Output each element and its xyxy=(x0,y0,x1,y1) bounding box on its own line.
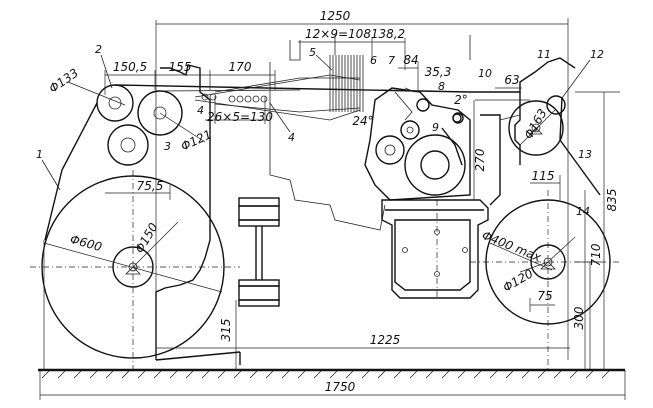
dim-270: 270 xyxy=(473,148,487,171)
dim-phi-121: Φ121 xyxy=(179,127,214,153)
dim-115: 115 xyxy=(532,169,555,183)
dim-710: 710 xyxy=(589,243,603,266)
warp-beam xyxy=(30,170,240,370)
callout-12: 12 xyxy=(590,48,604,61)
callout-14: 14 xyxy=(576,205,590,218)
dim-phi-400: Φ400 max xyxy=(480,228,544,265)
callout-3: 3 xyxy=(164,140,171,153)
callout-11: 11 xyxy=(537,48,551,61)
dim-170: 170 xyxy=(229,60,252,74)
dimension-lines xyxy=(39,18,626,400)
left-frame xyxy=(155,20,241,365)
dim-300: 300 xyxy=(572,306,586,329)
dim-phi-150: Φ150 xyxy=(132,220,160,255)
floor xyxy=(38,368,625,379)
cloth-rollers xyxy=(508,95,566,156)
dim-heddle-pitch: 26×5=130 xyxy=(207,110,273,124)
weight-dummy xyxy=(238,197,280,307)
dim-835: 835 xyxy=(605,189,619,212)
motor-housing xyxy=(381,199,489,300)
dim-1750: 1750 xyxy=(325,380,356,394)
callout-9: 9 xyxy=(432,121,439,134)
cloth-roll xyxy=(470,139,620,370)
callout-4-right: 4 xyxy=(288,131,295,144)
dim-1225: 1225 xyxy=(370,333,401,347)
callout-13: 13 xyxy=(578,148,592,161)
dim-63: 63 xyxy=(504,73,519,87)
callout-8: 8 xyxy=(438,80,445,93)
dim-138-2: 138,2 xyxy=(371,27,405,41)
dim-150-5: 150,5 xyxy=(113,60,147,74)
dim-315: 315 xyxy=(219,319,233,342)
callout-labels: 1 2 3 4 4 5 6 7 8 9 10 11 12 13 14 xyxy=(36,43,604,218)
dim-75-5: 75,5 xyxy=(137,179,164,193)
callout-2: 2 xyxy=(95,43,102,56)
right-frame xyxy=(452,57,576,206)
dim-1250: 1250 xyxy=(320,9,351,23)
callout-10: 10 xyxy=(478,67,492,80)
dim-angle-24: 24° xyxy=(352,114,373,128)
callout-1: 1 xyxy=(36,148,43,161)
callout-6: 6 xyxy=(370,54,377,67)
dim-84: 84 xyxy=(403,53,418,67)
callout-7: 7 xyxy=(388,54,395,67)
mid-frame xyxy=(269,35,471,231)
sley-mechanism xyxy=(364,87,471,201)
dim-155: 155 xyxy=(169,60,192,74)
dim-phi-163: Φ163 xyxy=(521,106,549,141)
dim-phi-120: Φ120 xyxy=(500,266,535,294)
dim-reed-pitch: 12×9=108 xyxy=(305,27,371,41)
callout-5: 5 xyxy=(309,46,316,59)
reed xyxy=(329,55,364,112)
dim-75: 75 xyxy=(537,289,552,303)
callout-4-left: 4 xyxy=(197,104,204,117)
dim-angle-2: 2° xyxy=(454,93,468,107)
dim-35-3: 35,3 xyxy=(425,65,452,79)
dim-phi-133: Φ133 xyxy=(46,66,81,96)
